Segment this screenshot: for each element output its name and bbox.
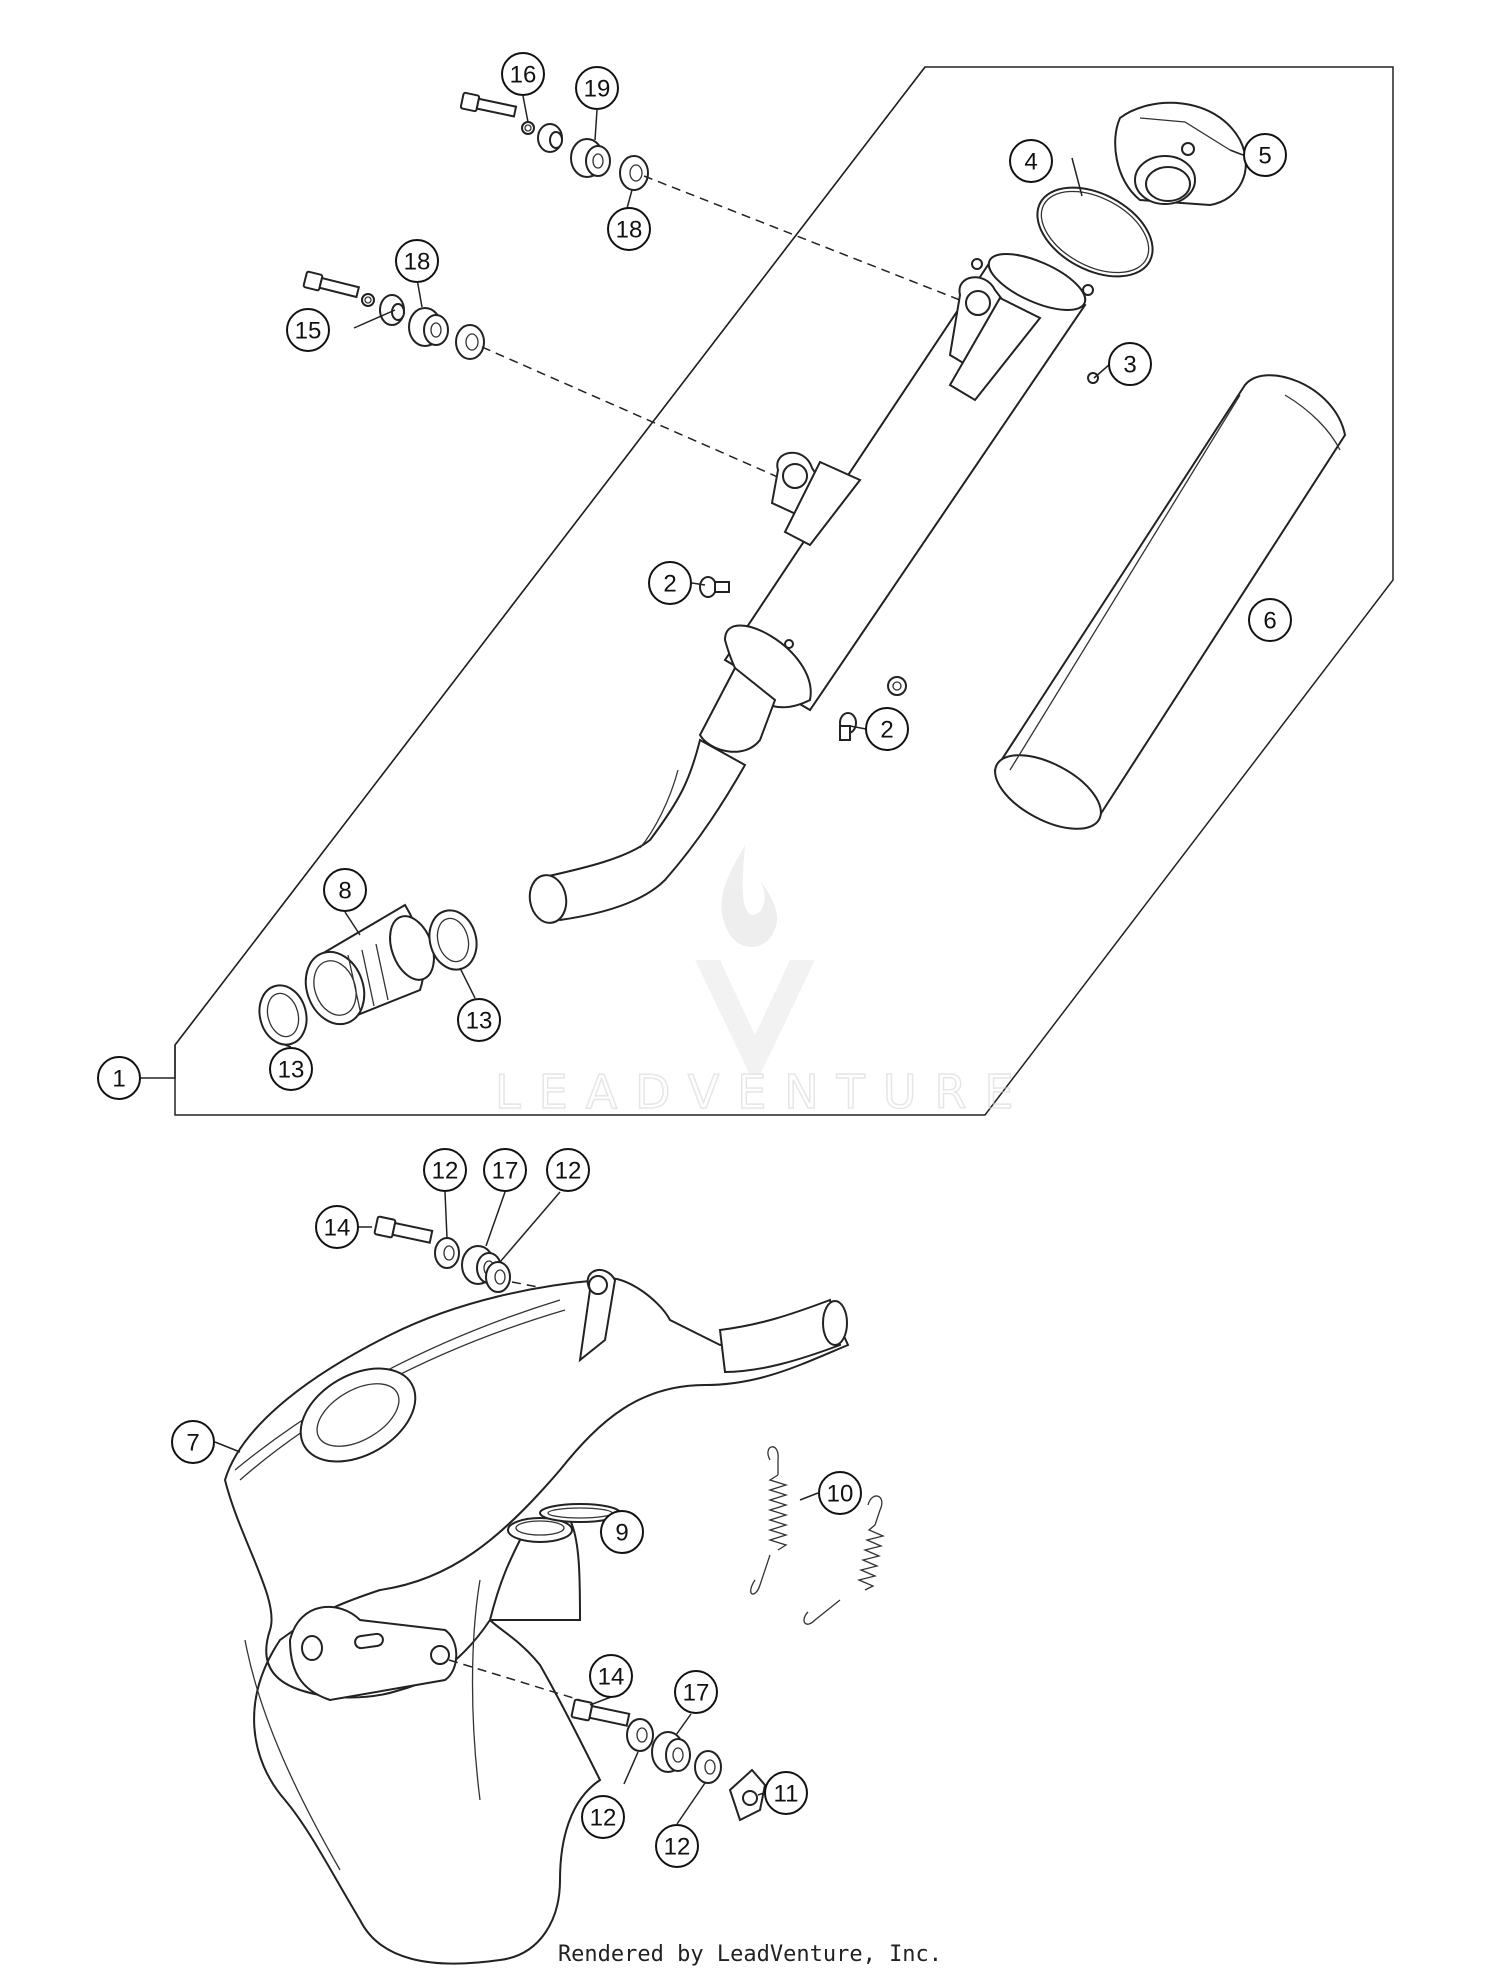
callout-11: 11 <box>764 1771 808 1815</box>
callout-label: 2 <box>663 571 676 598</box>
callout-label: 7 <box>186 1430 199 1457</box>
callout-8: 8 <box>323 868 367 912</box>
callout-label: 17 <box>492 1158 519 1185</box>
callout-7: 7 <box>171 1420 215 1464</box>
clip-nut <box>728 1768 767 1822</box>
callout-17-upper: 17 <box>483 1148 527 1192</box>
silencer-body <box>528 253 1099 924</box>
exhaust-springs <box>750 1446 886 1625</box>
callout-1: 1 <box>97 1056 141 1100</box>
callout-label: 11 <box>774 1781 799 1808</box>
callout-13-right: 13 <box>457 998 501 1042</box>
callout-label: 8 <box>338 878 351 905</box>
expansion-chamber <box>223 1269 850 1965</box>
callout-14-lower: 14 <box>589 1654 633 1698</box>
callout-12-bottom-left: 12 <box>581 1795 625 1839</box>
callout-12-top-left: 12 <box>423 1148 467 1192</box>
callout-label: 10 <box>827 1481 854 1508</box>
callout-12-bottom-right: 12 <box>655 1824 699 1868</box>
callout-label: 17 <box>683 1680 710 1707</box>
connector-sleeve <box>304 903 435 1026</box>
callout-4: 4 <box>1009 139 1053 183</box>
callout-label: 2 <box>880 717 893 744</box>
callout-9: 9 <box>600 1510 644 1554</box>
callout-label: 15 <box>295 318 322 345</box>
callout-18-middle: 18 <box>395 239 439 283</box>
callout-label: 14 <box>324 1215 351 1242</box>
silencer-packing <box>993 374 1347 830</box>
callout-18-upper: 18 <box>607 207 651 251</box>
callout-2-upper: 2 <box>648 561 692 605</box>
callout-label: 14 <box>598 1664 625 1691</box>
callout-label: 6 <box>1263 608 1276 635</box>
callout-label: 18 <box>404 249 431 276</box>
callout-label: 3 <box>1123 352 1136 379</box>
callout-label: 12 <box>664 1834 691 1861</box>
callout-label: 16 <box>510 62 537 89</box>
watermark-text: LEADVENTURE <box>495 1065 1032 1119</box>
callout-label: 9 <box>615 1520 628 1547</box>
callout-label: 12 <box>590 1805 617 1832</box>
callout-label: 12 <box>432 1158 459 1185</box>
callout-label: 18 <box>616 217 643 244</box>
callout-13-left: 13 <box>269 1047 313 1091</box>
callout-6: 6 <box>1248 598 1292 642</box>
callout-17-lower: 17 <box>674 1670 718 1714</box>
callout-label: 19 <box>584 76 611 103</box>
callout-15: 15 <box>286 308 330 352</box>
callout-label: 13 <box>466 1008 493 1035</box>
leadventure-watermark: LEADVENTURE <box>494 845 1032 1120</box>
callout-12-top-right: 12 <box>546 1148 590 1192</box>
callout-14-upper: 14 <box>315 1205 359 1249</box>
callout-19: 19 <box>575 66 619 110</box>
mount-hardware-lower-top <box>373 1215 511 1293</box>
callout-10: 10 <box>818 1471 862 1515</box>
gasket-left <box>258 984 308 1046</box>
callout-label: 4 <box>1024 149 1037 176</box>
end-cap <box>1114 101 1247 207</box>
callout-16: 16 <box>501 52 545 96</box>
callout-5: 5 <box>1243 133 1287 177</box>
callout-label: 5 <box>1258 143 1271 170</box>
mount-hardware-middle <box>302 270 485 360</box>
callout-3: 3 <box>1108 342 1152 386</box>
mount-hardware-upper <box>459 91 649 191</box>
callout-label: 13 <box>278 1057 305 1084</box>
render-credit: Rendered by LeadVenture, Inc. <box>557 1942 943 1967</box>
mount-hardware-lower-bottom <box>570 1698 722 1784</box>
callout-label: 12 <box>555 1158 582 1185</box>
callout-label: 1 <box>112 1066 125 1093</box>
callout-2-lower: 2 <box>865 707 909 751</box>
